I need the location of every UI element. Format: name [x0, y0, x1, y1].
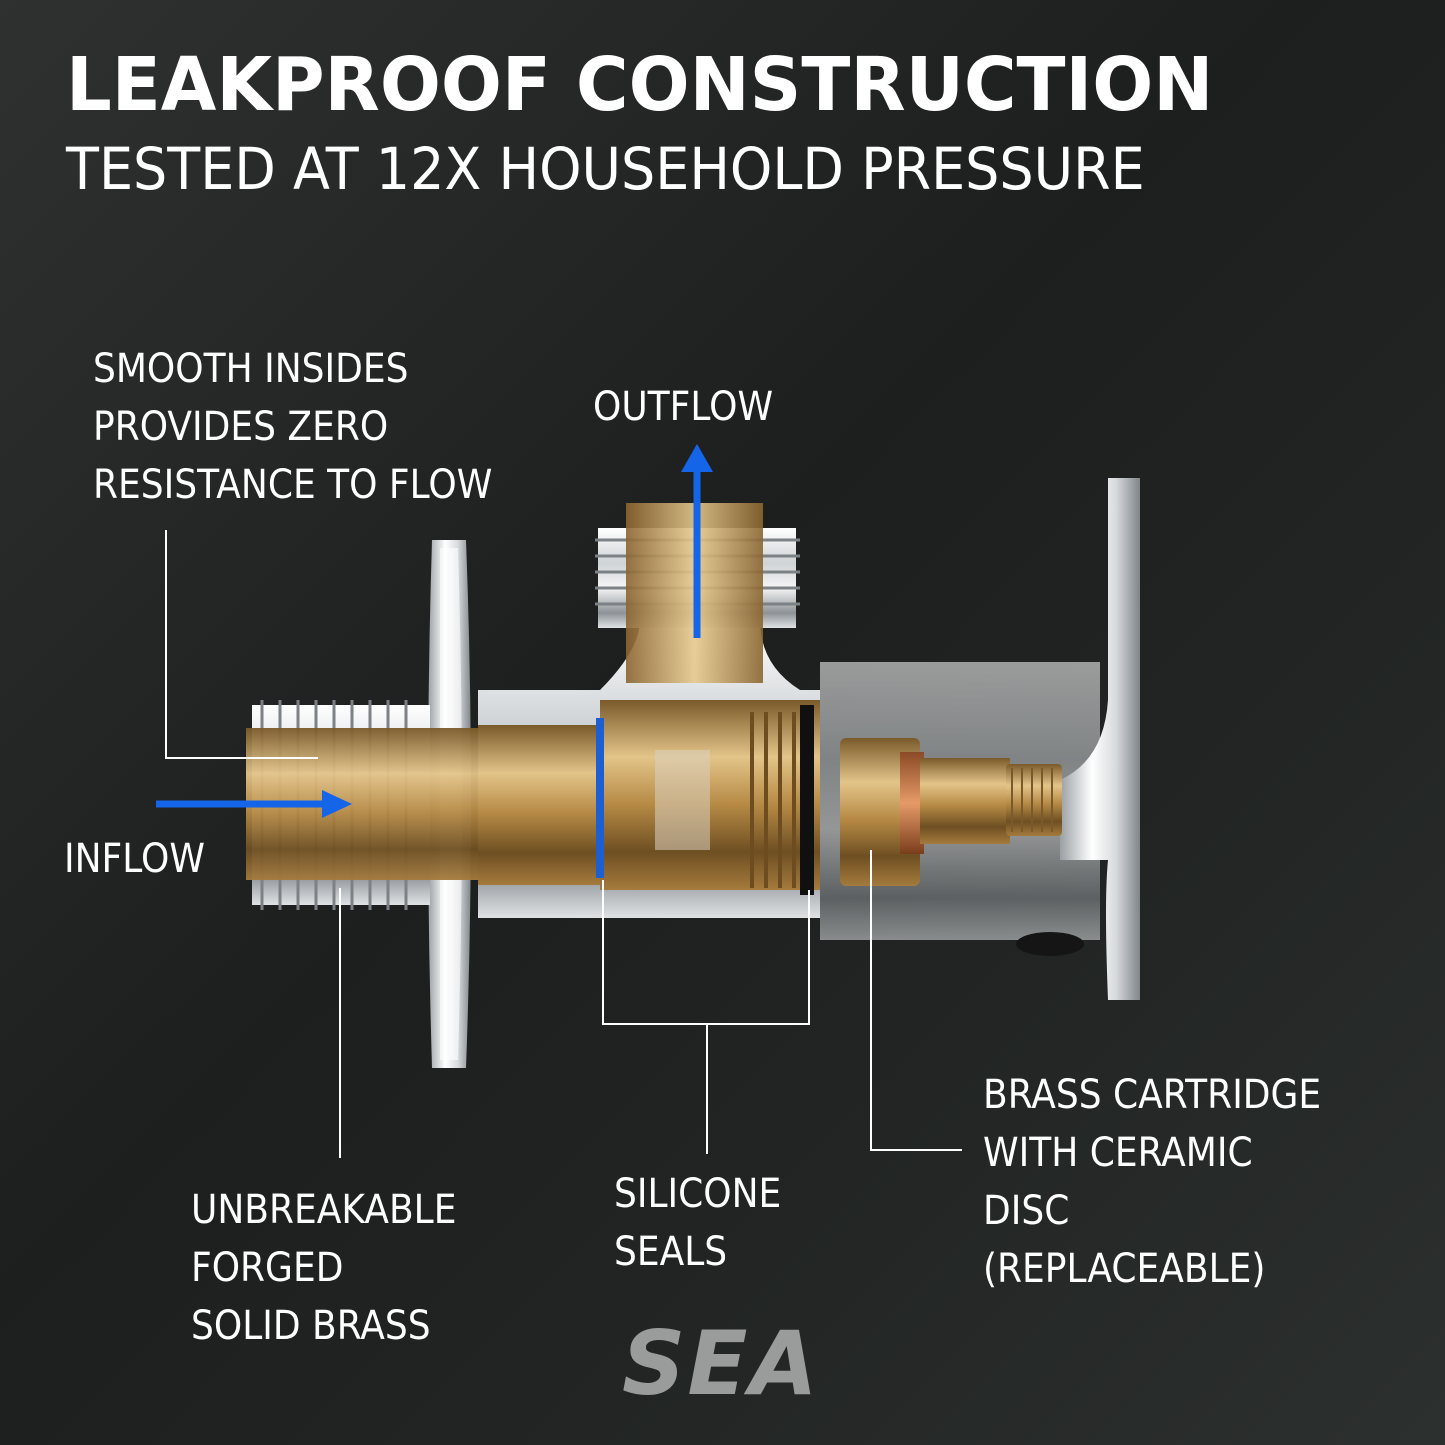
- leader-smooth: [165, 530, 318, 759]
- callout-line: WITH CERAMIC: [983, 1130, 1253, 1176]
- callout-line: SILICONE: [614, 1171, 782, 1217]
- callout-forged-brass: UNBREAKABLE FORGED SOLID BRASS: [191, 1181, 456, 1355]
- callout-line: SOLID BRASS: [191, 1303, 431, 1349]
- page-title: LEAKPROOF CONSTRUCTION: [66, 42, 1214, 128]
- callout-smooth-insides: SMOOTH INSIDES PROVIDES ZERO RESISTANCE …: [93, 340, 492, 514]
- callout-line: UNBREAKABLE: [191, 1187, 457, 1233]
- inflow-arrow: [156, 790, 352, 818]
- leader-lines: [165, 530, 962, 1158]
- brand-logo: SEA: [622, 1312, 822, 1415]
- outflow-arrow: [681, 444, 713, 638]
- brass-cartridge: [840, 738, 1062, 886]
- callout-silicone-seals: SILICONE SEALS: [614, 1165, 781, 1281]
- leader-cartridge: [870, 850, 962, 1151]
- callout-inflow: INFLOW: [64, 836, 205, 882]
- callout-outflow: OUTFLOW: [593, 384, 774, 430]
- callout-line: PROVIDES ZERO: [93, 404, 389, 450]
- callout-line: DISC: [983, 1188, 1070, 1234]
- valve-body: [478, 620, 820, 918]
- callout-line: BRASS CARTRIDGE: [983, 1072, 1322, 1118]
- callout-line: SEALS: [614, 1229, 728, 1275]
- callout-line: SMOOTH INSIDES: [93, 346, 409, 392]
- callout-line: (REPLACEABLE): [983, 1246, 1266, 1292]
- brand-logo-text: SEA: [622, 1312, 820, 1415]
- callout-line: FORGED: [191, 1245, 344, 1291]
- callout-brass-cartridge: BRASS CARTRIDGE WITH CERAMIC DISC (REPLA…: [983, 1066, 1321, 1298]
- callout-line: RESISTANCE TO FLOW: [93, 462, 493, 508]
- page-subtitle: TESTED AT 12X HOUSEHOLD PRESSURE: [66, 135, 1145, 203]
